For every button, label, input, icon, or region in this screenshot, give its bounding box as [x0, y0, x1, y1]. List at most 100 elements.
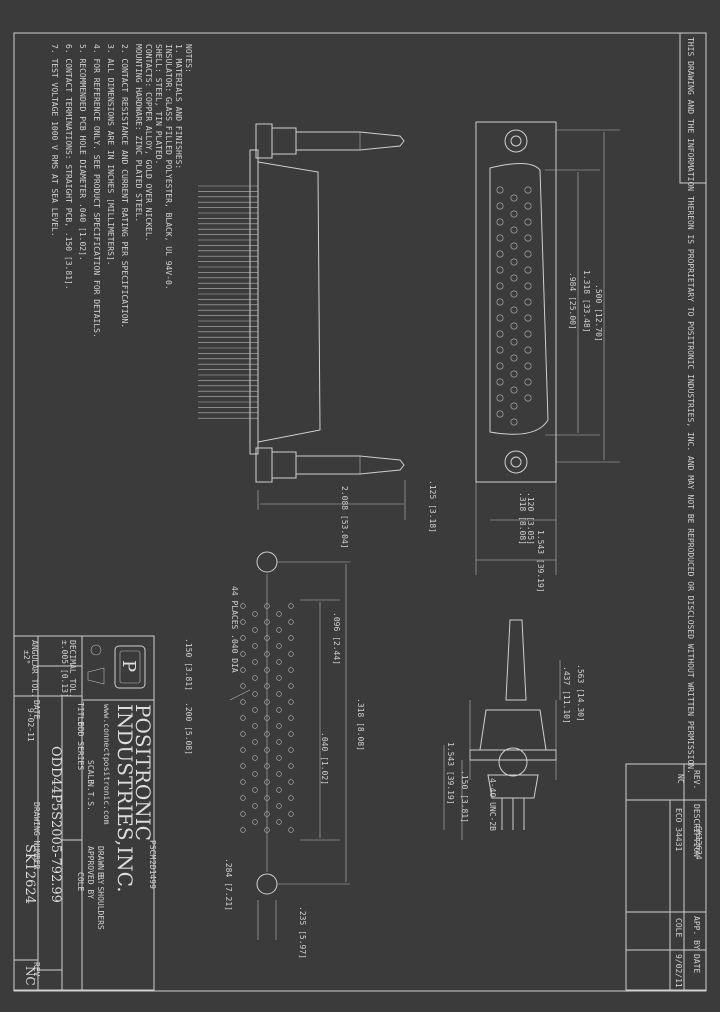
contact-socket — [496, 266, 504, 274]
pcb-hole — [288, 699, 294, 705]
contact-socket — [524, 378, 532, 386]
notes-block: NOTES: 1. MATERIALS AND FINISHES: INSULA… — [50, 44, 193, 338]
contact-socket — [496, 394, 504, 402]
pcb-hole — [240, 827, 246, 833]
pcb-mount-hole-top — [256, 551, 278, 573]
projection-symbol-icon — [90, 644, 102, 656]
dimension-label: .150 [3.81] — [184, 638, 193, 691]
pcb-hole — [252, 611, 258, 617]
date-value: 9-02-11 — [26, 708, 35, 742]
drawn-label: DRAWN BY — [96, 846, 105, 885]
contact-socket — [524, 314, 532, 322]
contact-socket — [510, 290, 518, 298]
pcb-hole — [240, 731, 246, 737]
notes-item: MOUNTING HARDWARE: ZINC PLATED STEEL. — [134, 44, 143, 222]
pcb-hole — [240, 651, 246, 657]
pcb-hole — [276, 691, 282, 697]
pcb-hole — [276, 707, 282, 713]
pcb-hole — [288, 779, 294, 785]
pcb-hole — [288, 635, 294, 641]
dimension-label: .120 [3.05] — [526, 492, 535, 545]
approved-value: COLE — [76, 872, 85, 891]
pcb-hole — [288, 603, 294, 609]
angular-tol-value: ±2° — [22, 650, 31, 664]
pcb-hole — [240, 699, 246, 705]
front-contact-array — [496, 186, 532, 426]
dimension-label: 2.088 [53.04] — [340, 486, 349, 549]
angular-tol-label: ANGULAR TOL. — [30, 640, 39, 698]
part-number: ODD44P5S2005-792.99 — [48, 746, 63, 903]
pcb-hole — [240, 619, 246, 625]
contact-socket — [496, 298, 504, 306]
contact-socket — [496, 186, 504, 194]
contact-socket — [524, 186, 532, 194]
contact-socket — [496, 218, 504, 226]
contact-socket — [496, 346, 504, 354]
contact-socket — [510, 402, 518, 410]
contact-socket — [510, 226, 518, 234]
pcb-hole — [240, 763, 246, 769]
company-logo — [114, 645, 146, 689]
pcb-hole — [276, 723, 282, 729]
pcb-hole — [288, 731, 294, 737]
dimension-label: .040 [1.02] — [320, 732, 329, 785]
pcb-hole — [252, 755, 258, 761]
notes-item: 3. ALL DIMENSIONS ARE IN INCHES [MILLIME… — [106, 44, 115, 266]
pcb-hole — [240, 667, 246, 673]
decimal-tol-label: DECIMAL TOL. — [68, 640, 77, 698]
contact-socket — [524, 266, 532, 274]
proprietary-notice-box: THIS DRAWING AND THE INFORMATION THEREON… — [679, 32, 707, 774]
pcb-hole — [288, 827, 294, 833]
pcb-hole — [252, 803, 258, 809]
series-label: ODD SERIES — [76, 722, 85, 770]
pcb-hole — [252, 627, 258, 633]
title-block: P POSITRONIC INDUSTRIES,INC. www.connect… — [13, 635, 157, 991]
contact-socket — [524, 250, 532, 258]
pcb-note: 44 PLACES .040 DIA — [230, 586, 239, 673]
contact-socket — [524, 362, 532, 370]
revision-row-date: 9/02/11 — [674, 954, 683, 988]
dimension-label: 4-40 UNC-2B — [488, 778, 497, 831]
contact-socket — [496, 250, 504, 258]
notes-item: INSULATOR: GLASS FILLED POLYESTER, BLACK… — [164, 44, 173, 290]
dimension-label: .500 [12.70] — [594, 284, 603, 342]
revision-header-desc: DESCRIPTION — [692, 804, 701, 857]
pcb-hole — [252, 723, 258, 729]
pcb-hole — [240, 715, 246, 721]
pcb-hole — [276, 819, 282, 825]
contact-socket — [496, 234, 504, 242]
pcb-hole — [240, 779, 246, 785]
pcb-hole — [240, 635, 246, 641]
pcb-hole — [288, 811, 294, 817]
pcb-hole — [276, 675, 282, 681]
notes-item: 2. CONTACT RESISTANCE AND CURRENT RATING… — [120, 44, 129, 328]
dimension-label: .125 [3.18] — [428, 480, 437, 533]
dimension-label: .563 [14.30] — [576, 664, 585, 722]
dimension-label: .437 [11.10] — [562, 666, 571, 724]
dimension-label: .150 [3.81] — [460, 770, 469, 823]
notes-item: 5. RECOMMENDED PCB HOLE DIAMETER .040 [1… — [78, 44, 87, 261]
pcb-hole — [288, 795, 294, 801]
jackscrew-bottom — [295, 455, 405, 475]
shell-flange — [249, 149, 259, 455]
contact-socket — [524, 282, 532, 290]
front-shell — [489, 163, 549, 435]
dimension-label: .984 [25.00] — [568, 272, 577, 330]
mounting-hole-top — [504, 129, 528, 153]
jackscrew-top — [295, 131, 405, 151]
title-label: TITLE — [76, 702, 85, 726]
pcb-hole — [276, 643, 282, 649]
revision-row-app: COLE — [674, 918, 683, 937]
mounting-hole-bottom — [504, 450, 528, 474]
notes-item: SHELL: STEEL, TIN PLATED. — [154, 44, 163, 164]
connector-end-view — [443, 619, 561, 840]
contact-socket — [496, 202, 504, 210]
pcb-hole — [252, 739, 258, 745]
pcb-hole — [240, 747, 246, 753]
contact-socket — [510, 194, 518, 202]
dimension-label: 1.543 [39.19] — [536, 530, 545, 593]
contact-socket — [524, 202, 532, 210]
contact-tails — [198, 185, 258, 419]
revision-block: SK12624 REV. DESCRIPTION APP. BY DATE NC… — [625, 763, 707, 991]
